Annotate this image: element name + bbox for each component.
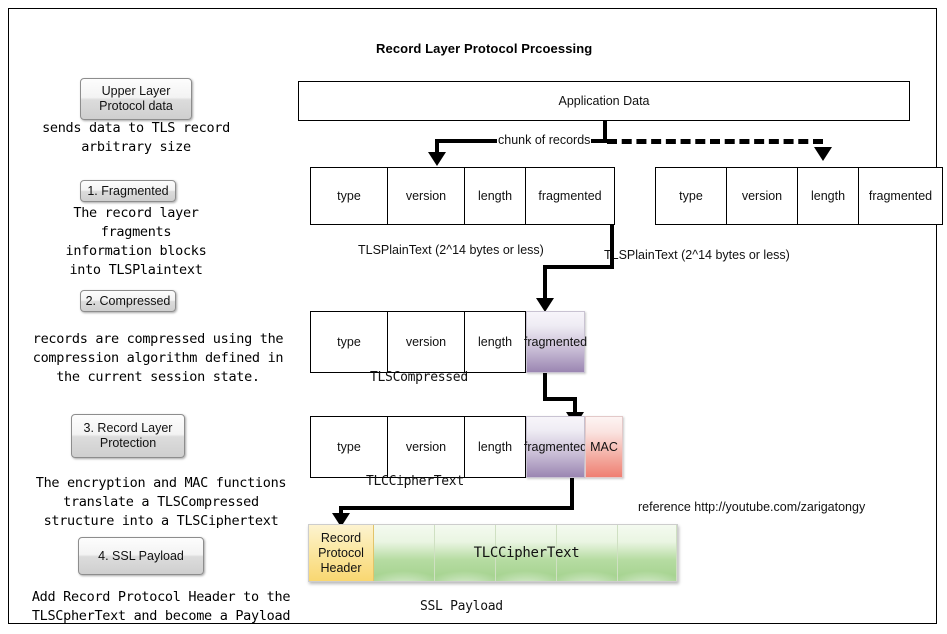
caption-tlc-ciphertext: TLCCipherText xyxy=(366,474,464,489)
record-cell-type: type xyxy=(655,167,727,225)
connector-cipher-to-payload-drop xyxy=(339,506,343,516)
connector-plaintext-to-compressed-horizontal xyxy=(543,265,614,269)
record-cell-version: version xyxy=(387,167,465,225)
record-cell-length: length xyxy=(797,167,859,225)
record-tls-plaintext-left: type version length fragmented xyxy=(310,167,615,225)
step-button-upper-layer-protocol-data[interactable]: Upper Layer Protocol data xyxy=(80,78,192,120)
caption-tls-plaintext-left: TLSPlainText (2^14 bytes or less) xyxy=(358,243,544,257)
connector-label-chunk-of-records: chunk of records xyxy=(497,133,592,147)
record-cell-version: version xyxy=(726,167,798,225)
ssl-payload-bar: Record Protocol Header TLCCipherText xyxy=(308,524,678,582)
record-cell-fragmented: fragmented xyxy=(524,416,587,478)
step-description-compressed: records are compressed using the compres… xyxy=(32,331,284,385)
canvas-border xyxy=(8,8,937,624)
connector-plaintext-to-compressed-stem xyxy=(610,225,614,269)
connector-appdata-right-dashed xyxy=(607,139,823,144)
caption-tls-plaintext-right: TLSPlainText (2^14 bytes or less) xyxy=(604,248,790,262)
step-button-fragmented[interactable]: 1. Fragmented xyxy=(80,180,176,202)
ssl-payload-record-protocol-header: Record Protocol Header xyxy=(309,525,374,581)
connector-cipher-to-payload-horizontal xyxy=(339,506,574,510)
record-cell-mac: MAC xyxy=(585,416,623,478)
ssl-payload-segment xyxy=(435,525,496,581)
reference-text: reference http://youtube.com/zarigatongy xyxy=(638,500,866,514)
record-cell-fragmented: fragmented xyxy=(525,167,615,225)
record-cell-length: length xyxy=(464,167,526,225)
ssl-payload-segment xyxy=(618,525,677,581)
record-cell-type: type xyxy=(310,311,388,373)
step-button-record-layer-protection[interactable]: 3. Record Layer Protection xyxy=(71,414,185,458)
record-cell-version: version xyxy=(387,416,465,478)
record-cell-fragmented: fragmented xyxy=(524,311,587,373)
ssl-payload-segment xyxy=(496,525,557,581)
connector-compressed-to-cipher-stem xyxy=(543,373,547,401)
arrow-down-to-plaintext-right xyxy=(814,147,832,161)
step-button-ssl-payload[interactable]: 4. SSL Payload xyxy=(78,537,204,575)
record-cell-type: type xyxy=(310,416,388,478)
step-description-upper-layer: sends data to TLS record arbitrary size xyxy=(42,120,230,155)
record-cell-version: version xyxy=(387,311,465,373)
record-cell-fragmented: fragmented xyxy=(858,167,943,225)
connector-cipher-to-payload-stem xyxy=(570,478,574,510)
record-cell-type: type xyxy=(310,167,388,225)
connector-appdata-stem xyxy=(603,121,607,143)
step-description-ssl-payload: Add Record Protocol Header to the TLSCph… xyxy=(31,589,291,624)
connector-compressed-to-cipher-drop xyxy=(573,397,577,415)
record-cell-length: length xyxy=(464,416,526,478)
arrow-down-to-plaintext-left xyxy=(428,152,446,166)
application-data-box: Application Data xyxy=(298,81,910,121)
connector-appdata-left-drop xyxy=(435,139,439,155)
ssl-payload-segment xyxy=(374,525,435,581)
ssl-payload-segment xyxy=(557,525,618,581)
arrow-down-to-compressed xyxy=(536,298,554,312)
step-button-compressed[interactable]: 2. Compressed xyxy=(80,290,176,312)
caption-tls-compressed: TLSCompressed xyxy=(370,370,468,385)
arrow-down-to-ssl-payload xyxy=(332,513,350,527)
record-tlc-ciphertext: type version length fragmented MAC xyxy=(310,416,623,478)
step-description-record-layer-protection: The encryption and MAC functions transla… xyxy=(35,475,287,529)
record-cell-length: length xyxy=(464,311,526,373)
page-title: Record Layer Protocol Prcoessing xyxy=(376,41,593,56)
step-description-fragmented: The record layer fragments information b… xyxy=(65,205,207,278)
record-tls-compressed: type version length fragmented xyxy=(310,311,587,373)
connector-plaintext-to-compressed-drop xyxy=(543,265,547,302)
record-tls-plaintext-right: type version length fragmented xyxy=(655,167,943,225)
caption-ssl-payload: SSL Payload xyxy=(420,599,503,614)
connector-compressed-to-cipher-horizontal xyxy=(543,397,577,401)
